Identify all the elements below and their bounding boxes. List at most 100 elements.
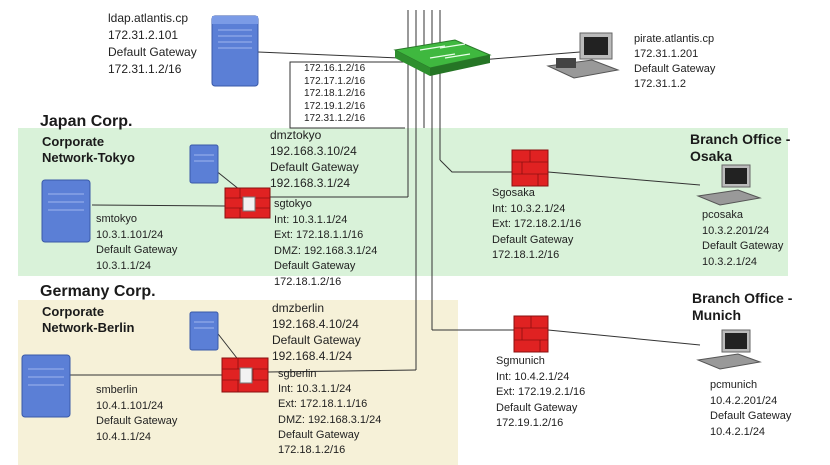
pirate-info: pirate.atlantis.cp 172.31.1.201 Default … [634, 32, 715, 92]
smtokyo-line: 10.3.1.101/24 [96, 228, 164, 241]
sgtokyo-line: Default Gateway [274, 260, 356, 272]
pirate-pc-icon [546, 32, 620, 79]
sgberlin-line: DMZ: 192.168.3.1/24 [278, 413, 382, 426]
switch-ip-list: 172.16.1.2/16 172.17.1.2/16 172.18.1.2/1… [304, 63, 365, 126]
dmzberlin-line: dmzberlin [272, 301, 325, 315]
sgmunich-firewall-icon [513, 315, 549, 353]
sgberlin-line: sgberlin [278, 368, 317, 380]
pcosaka-line: 10.3.2.201/24 [702, 224, 770, 237]
sgosaka-line: Default Gateway [492, 233, 574, 246]
pcmunich-line: Default Gateway [710, 410, 792, 422]
smtokyo-line: 10.3.1.1/24 [96, 259, 152, 272]
pirate-gateway: 172.31.1.2 [634, 78, 686, 90]
ldap-gateway-label: Default Gateway [108, 45, 197, 59]
sgtokyo-line: sgtokyo [274, 198, 312, 210]
sgtokyo-line: Int: 10.3.1.1/24 [274, 213, 348, 226]
pcosaka-info: pcosaka 10.3.2.201/24 Default Gateway 10… [702, 208, 783, 270]
switch-ip: 172.19.1.2/16 [304, 100, 366, 112]
sgosaka-info: Sgosaka Int: 10.3.2.1/24 Ext: 172.18.2.1… [492, 186, 581, 264]
sgberlin-line: Ext: 172.18.1.1/16 [278, 398, 368, 411]
core-switch [393, 39, 492, 76]
japan-subtitle: Corporate Network-Tokyo [42, 134, 135, 166]
germany-title: Germany Corp. [40, 283, 156, 300]
smberlin-server-icon [21, 354, 71, 418]
sgberlin-line: Default Gateway [278, 428, 360, 441]
ldap-hostname: ldap.atlantis.cp [108, 11, 189, 25]
sgosaka-line: Sgosaka [492, 187, 535, 199]
switch-ip: 172.31.1.2/16 [304, 113, 366, 124]
munich-title-line: Munich [692, 307, 741, 323]
japan-subtitle-line: Corporate [42, 134, 105, 149]
ldap-gateway: 172.31.1.2/16 [108, 62, 182, 76]
pcmunich-info: pcmunich 10.4.2.201/24 Default Gateway 1… [710, 378, 791, 440]
sgberlin-line: 172.18.1.2/16 [278, 444, 346, 457]
sgtokyo-firewall-icon [224, 187, 271, 219]
japan-title: Japan Corp. [40, 113, 133, 130]
pirate-gateway-label: Default Gateway [634, 63, 716, 75]
pcosaka-line: 10.3.2.1/24 [702, 255, 758, 268]
pirate-hostname: pirate.atlantis.cp [634, 33, 715, 45]
sgosaka-line: 172.18.1.2/16 [492, 249, 560, 261]
pcmunich-pc-icon [696, 329, 762, 370]
smtokyo-line: Default Gateway [96, 244, 178, 256]
sgberlin-info: sgberlin Int: 10.3.1.1/24 Ext: 172.18.1.… [278, 367, 381, 458]
sgosaka-line: Ext: 172.18.2.1/16 [492, 218, 582, 230]
pcosaka-line: Default Gateway [702, 240, 784, 252]
smtokyo-info: smtokyo 10.3.1.101/24 Default Gateway 10… [96, 212, 177, 274]
japan-subtitle-line: Network-Tokyo [42, 150, 135, 165]
ldap-ip: 172.31.2.101 [108, 28, 179, 42]
pcmunich-line: 10.4.2.1/24 [710, 425, 766, 438]
sgberlin-line: Int: 10.3.1.1/24 [278, 383, 352, 396]
pcmunich-line: 10.4.2.201/24 [710, 394, 778, 407]
smberlin-line: smberlin [96, 384, 138, 396]
dmztokyo-line: 192.168.3.10/24 [270, 144, 357, 158]
dmztokyo-server-icon [189, 144, 219, 184]
switch-ip: 172.17.1.2/16 [304, 75, 366, 87]
dmzberlin-line: Default Gateway [272, 333, 361, 347]
pcosaka-line: pcosaka [702, 209, 743, 221]
pcosaka-pc-icon [696, 164, 762, 206]
pcmunich-line: pcmunich [710, 379, 758, 391]
osaka-title-line: Osaka [690, 148, 733, 164]
dmztokyo-line: 192.168.3.1/24 [270, 176, 351, 190]
smberlin-line: 10.4.1.101/24 [96, 399, 164, 412]
sgtokyo-line: 172.18.1.2/16 [274, 275, 342, 288]
dmzberlin-server-icon [189, 311, 219, 351]
munich-title-line: Branch Office - [692, 290, 793, 306]
sgmunich-line: 172.19.1.2/16 [496, 417, 564, 429]
munich-title: Branch Office - Munich [692, 290, 792, 324]
switch-ip: 172.16.1.2/16 [304, 63, 366, 74]
dmzberlin-line: 192.168.4.10/24 [272, 317, 359, 331]
sgtokyo-info: sgtokyo Int: 10.3.1.1/24 Ext: 172.18.1.1… [274, 197, 377, 290]
ldap-server-icon [211, 15, 259, 87]
pirate-ip: 172.31.1.201 [634, 48, 699, 60]
dmzberlin-info: dmzberlin 192.168.4.10/24 Default Gatewa… [272, 300, 361, 364]
sgmunich-line: Default Gateway [496, 401, 578, 414]
dmztokyo-line: Default Gateway [270, 160, 359, 174]
sgmunich-line: Sgmunich [496, 355, 545, 367]
sgmunich-line: Int: 10.4.2.1/24 [496, 370, 570, 383]
switch-ip: 172.18.1.2/16 [304, 88, 366, 99]
sgmunich-line: Ext: 172.19.2.1/16 [496, 386, 586, 398]
sgberlin-firewall-icon [221, 357, 269, 393]
dmztokyo-info: dmztokyo 192.168.3.10/24 Default Gateway… [270, 127, 359, 191]
sgosaka-firewall-icon [511, 149, 549, 187]
sgtokyo-line: DMZ: 192.168.3.1/24 [274, 244, 378, 257]
japan-zone [18, 128, 788, 276]
sgosaka-line: Int: 10.3.2.1/24 [492, 202, 566, 215]
germany-subtitle: Corporate Network-Berlin [42, 304, 134, 336]
smberlin-line: 10.4.1.1/24 [96, 430, 152, 443]
smberlin-info: smberlin 10.4.1.101/24 Default Gateway 1… [96, 383, 177, 445]
smtokyo-line: smtokyo [96, 213, 137, 225]
smtokyo-server-icon [41, 179, 91, 243]
sgmunich-info: Sgmunich Int: 10.4.2.1/24 Ext: 172.19.2.… [496, 354, 585, 432]
dmzberlin-line: 192.168.4.1/24 [272, 349, 353, 363]
osaka-title: Branch Office - Osaka [690, 131, 790, 165]
germany-subtitle-line: Network-Berlin [42, 320, 135, 335]
osaka-title-line: Branch Office - [690, 131, 791, 147]
sgtokyo-line: Ext: 172.18.1.1/16 [274, 229, 364, 241]
smberlin-line: Default Gateway [96, 415, 178, 427]
ldap-info: ldap.atlantis.cp 172.31.2.101 Default Ga… [108, 10, 197, 78]
